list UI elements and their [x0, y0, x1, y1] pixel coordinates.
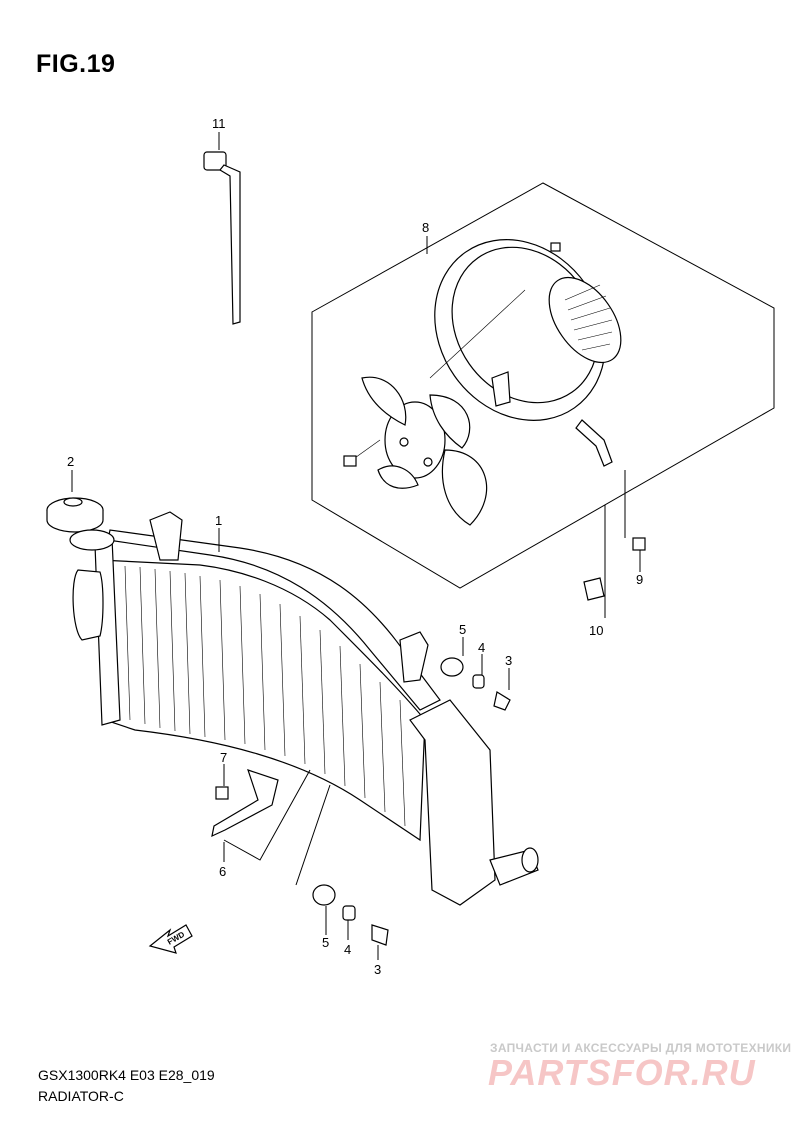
fan-group-outline — [311, 182, 775, 589]
fwd-arrow: FWD — [148, 924, 193, 954]
callout-9: 9 — [636, 572, 643, 587]
callout-5-lower: 5 — [322, 935, 329, 950]
top-bolt — [550, 242, 561, 252]
callout-4-lower: 4 — [344, 942, 351, 957]
model-code: GSX1300RK4 E03 E28_019 — [38, 1067, 215, 1083]
fan-connector — [343, 455, 357, 467]
radiator-top-tank — [107, 529, 441, 711]
collar-upper — [472, 674, 485, 689]
cap-knob — [63, 497, 83, 507]
callout-8: 8 — [422, 220, 429, 235]
fan-motor — [548, 276, 622, 364]
watermark-tagline: ЗАПЧАСТИ И АКСЕССУАРЫ ДЛЯ МОТОТЕХНИКИ — [490, 1041, 792, 1055]
shroud-tab — [491, 371, 511, 407]
cable-tie-head — [203, 151, 227, 171]
callout-4-upper: 4 — [478, 640, 485, 655]
radiator-core — [99, 559, 426, 842]
radiator-cap — [46, 497, 104, 533]
figure-title: FIG.19 — [36, 50, 116, 78]
fan-blade-4 — [377, 465, 419, 489]
fan-blade-1 — [361, 376, 407, 426]
callout-3-lower: 3 — [374, 962, 381, 977]
bolt-lower — [371, 924, 389, 946]
fwd-arrow-shape — [148, 924, 193, 954]
bolt-upper — [493, 691, 511, 711]
callout-5-upper: 5 — [459, 622, 466, 637]
cable-tie — [203, 151, 241, 325]
callout-3-upper: 3 — [505, 653, 512, 668]
leader-lines — [71, 132, 641, 960]
bracket-bolt — [215, 786, 229, 800]
callout-11: 11 — [212, 116, 226, 131]
inlet-hose-neck — [72, 569, 104, 641]
nut-10 — [583, 577, 605, 601]
section-name: RADIATOR-C — [38, 1088, 124, 1104]
cable-tie-strap — [219, 164, 241, 325]
filler-neck — [69, 529, 115, 551]
fan-motor-fins — [564, 284, 613, 351]
callout-6: 6 — [219, 864, 226, 879]
callout-1: 1 — [215, 513, 222, 528]
fan-wire — [351, 439, 381, 461]
fan-blade — [343, 376, 488, 526]
radiator-lower-tank — [409, 699, 496, 906]
shroud-bracket — [575, 419, 613, 467]
outlet-pipe-end — [521, 847, 539, 873]
mount-hardware-lower — [312, 884, 389, 946]
mount-hardware-upper — [440, 657, 511, 711]
grommet-lower — [312, 884, 336, 906]
watermark-logo: PARTSFOR.RU — [488, 1052, 756, 1093]
cap-side — [46, 510, 104, 533]
grommet-upper — [440, 657, 464, 677]
fan-hub-bolt-2 — [423, 457, 433, 467]
bracket-plate — [211, 769, 279, 838]
bolt-9 — [632, 537, 646, 551]
callout-2: 2 — [67, 454, 74, 469]
lower-bracket — [211, 769, 279, 838]
callout-10: 10 — [589, 623, 603, 638]
radiator-right-bracket — [399, 631, 429, 683]
fan-assembly-group — [311, 182, 775, 589]
fan-hub-bolt-1 — [399, 437, 409, 447]
collar-lower — [342, 905, 356, 921]
radiator — [69, 511, 539, 906]
fan-blade-2 — [429, 394, 471, 449]
fan-leader — [429, 289, 526, 379]
radiator-top-bracket — [149, 511, 183, 561]
fan-blade-3 — [441, 449, 488, 526]
callout-7: 7 — [220, 750, 227, 765]
